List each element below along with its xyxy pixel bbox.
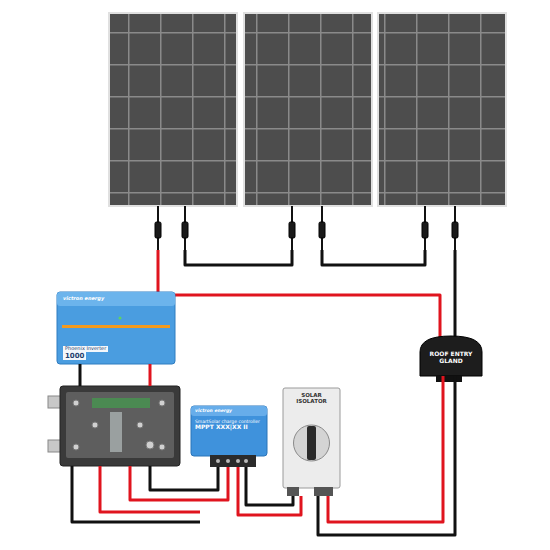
node-text: SOLAR ISOLATOR <box>286 392 337 405</box>
solar-panels <box>109 13 506 206</box>
gland-base <box>436 376 462 382</box>
cable <box>328 376 443 522</box>
isolator-body <box>283 388 340 496</box>
charge-controller-body <box>191 406 267 467</box>
roof-entry-gland: ROOF ENTRY GLAND <box>420 340 482 376</box>
cable <box>246 467 293 505</box>
gland-body <box>420 336 482 376</box>
charge-controller: victron energySmartSolar charge controll… <box>191 406 267 467</box>
distributor-body <box>48 386 180 466</box>
node-text: ROOF ENTRY GLAND <box>424 351 478 365</box>
node-text: victron energy <box>195 408 263 413</box>
mc4-connectors <box>155 206 458 250</box>
solar-isolator: SOLAR ISOLATOR <box>283 388 340 496</box>
inverter-body <box>57 292 175 364</box>
node-text: MPPT XXX|XX II <box>195 424 263 431</box>
cable <box>318 376 455 535</box>
panel-wiring <box>158 250 455 338</box>
cable <box>238 467 301 515</box>
inverter: victron energyPhoenix Inverter1000 <box>57 292 175 364</box>
node-text: 1000 <box>63 352 86 360</box>
battery-wiring <box>72 364 228 522</box>
node-text: victron energy <box>63 296 169 302</box>
